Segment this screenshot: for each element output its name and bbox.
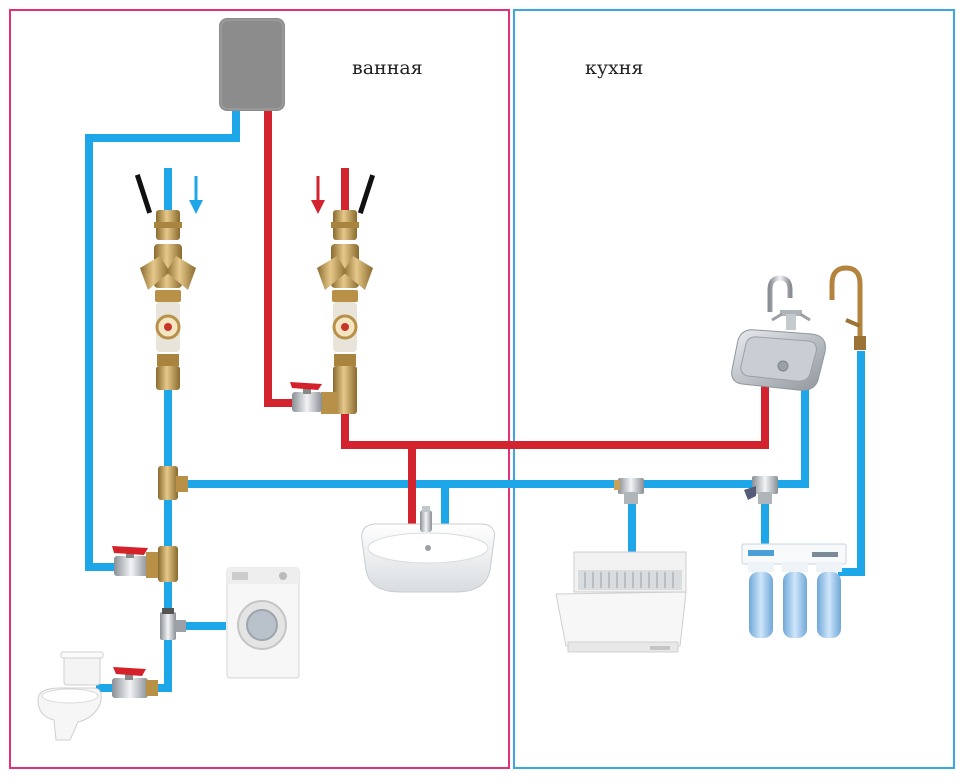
filter-faucet-icon bbox=[829, 265, 866, 350]
y-strainer-icon bbox=[140, 244, 196, 302]
tee-fitting-icon bbox=[614, 478, 644, 504]
ball-valve-icon bbox=[744, 476, 778, 504]
check-valve-icon bbox=[156, 354, 180, 390]
cold-inlet-assembly bbox=[134, 174, 196, 390]
washing-machine-icon bbox=[226, 567, 300, 679]
dishwasher-icon bbox=[555, 551, 687, 653]
cold-flow-arrow-icon bbox=[189, 176, 203, 214]
tee-fitting-icon bbox=[146, 546, 178, 582]
cold-water-pipes bbox=[85, 101, 865, 692]
hot-flow-arrow-icon bbox=[311, 176, 325, 214]
check-valve-icon bbox=[334, 354, 356, 366]
ball-valve-icon bbox=[112, 546, 148, 576]
bathroom-sink-icon bbox=[361, 506, 495, 593]
kitchen-faucet-icon bbox=[767, 275, 811, 330]
tee-fitting-icon bbox=[158, 466, 188, 500]
hot-water-pipes bbox=[264, 108, 769, 529]
water-meter-icon bbox=[155, 302, 181, 352]
water-meter-icon bbox=[332, 302, 358, 352]
water-filter-icon bbox=[741, 543, 847, 638]
ball-valve-icon bbox=[112, 667, 158, 698]
tee-fitting-icon bbox=[160, 608, 186, 640]
y-strainer-icon bbox=[317, 244, 373, 302]
bathroom-label: ванная bbox=[352, 57, 423, 79]
kitchen-label: кухня bbox=[585, 57, 644, 79]
ball-valve-icon bbox=[331, 174, 376, 240]
tee-fitting-icon bbox=[321, 366, 357, 414]
toilet-icon bbox=[37, 651, 104, 741]
hot-inlet-assembly bbox=[290, 174, 376, 414]
kitchen-sink-icon bbox=[731, 329, 826, 391]
ball-valve-icon bbox=[290, 382, 322, 412]
bathroom-zone bbox=[9, 9, 510, 769]
water-heater-icon bbox=[219, 18, 285, 111]
kitchen-zone bbox=[513, 9, 955, 769]
ball-valve-icon bbox=[134, 174, 182, 240]
